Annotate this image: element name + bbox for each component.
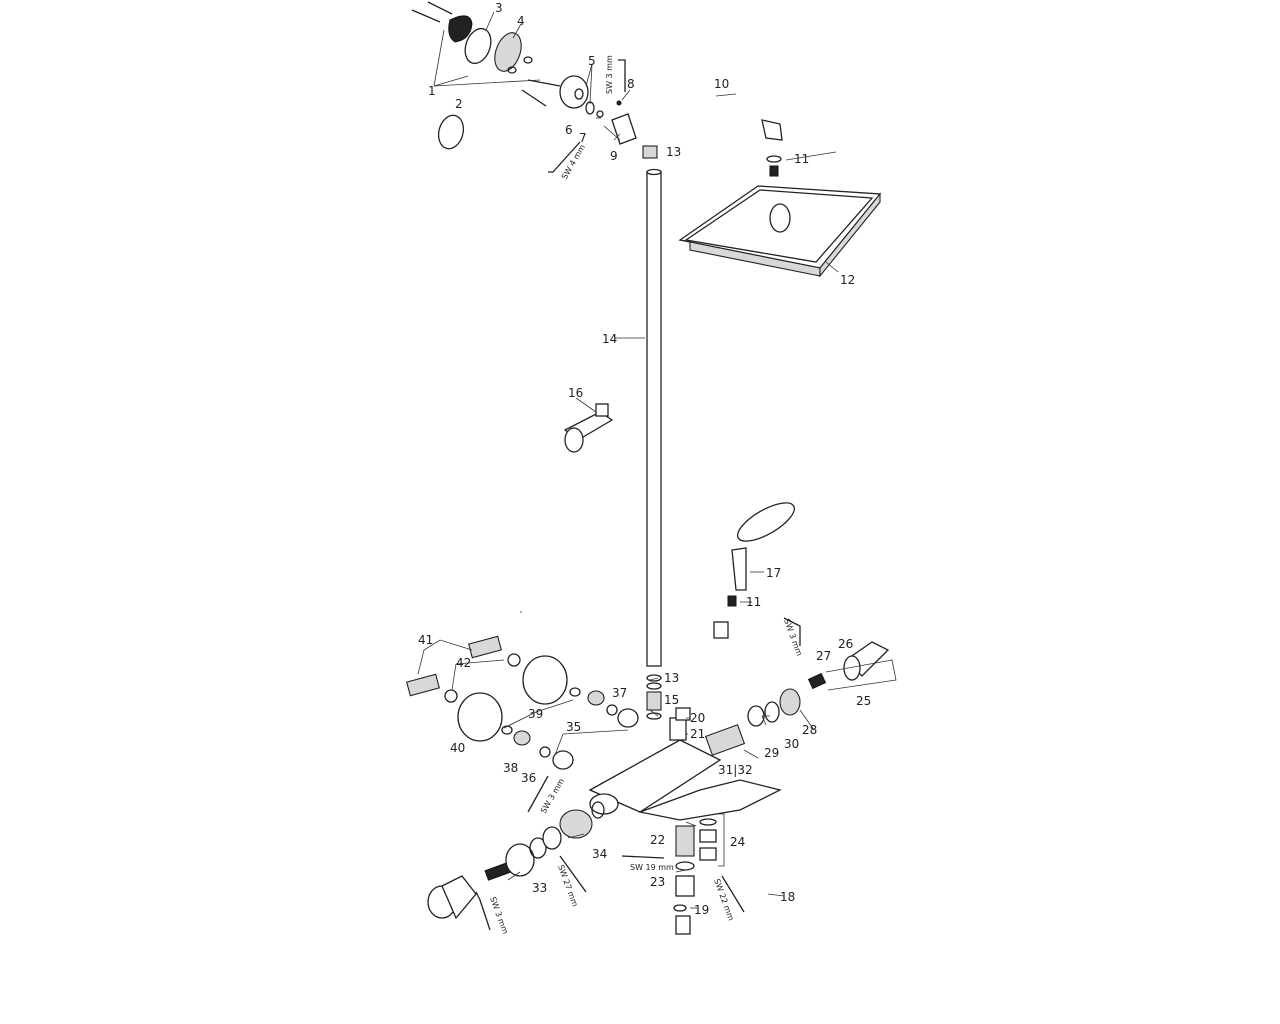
callout-21: 21	[690, 727, 705, 741]
callout-16: 16	[568, 386, 583, 400]
callout-37: 37	[612, 686, 627, 700]
callout-33: 33	[532, 881, 547, 895]
callout-27: 27	[816, 649, 831, 663]
callout-36: 36	[521, 771, 536, 785]
diverter-parts	[673, 818, 717, 935]
hand-shower-holder	[563, 403, 614, 453]
callout-18: 18	[780, 890, 795, 904]
callout-10: 10	[714, 77, 729, 91]
callout-11-bottom: 11	[746, 595, 761, 609]
callout-5: 5	[588, 54, 596, 68]
callout-34: 34	[592, 847, 607, 861]
tool-label-sw27: SW 27 mm	[556, 864, 580, 908]
inlet-group	[406, 635, 639, 770]
callout-11-top: 11	[794, 152, 809, 166]
wall-bracket-group	[411, 1, 637, 150]
callout-9: 9	[610, 149, 618, 163]
callout-13-bottom: 13	[664, 671, 679, 685]
callout-28: 28	[802, 723, 817, 737]
bracket-plate	[494, 32, 522, 72]
washer	[507, 66, 517, 74]
callout-8: 8	[627, 77, 635, 91]
left-handle	[427, 801, 605, 920]
shower-hose	[706, 629, 774, 1013]
callout-20: 20	[690, 711, 705, 725]
callout-4: 4	[517, 14, 525, 28]
tool-label-sw3-top: SW 3 mm	[605, 55, 614, 94]
callout-23: 23	[650, 875, 665, 889]
hose-nut	[713, 621, 729, 639]
callout-25: 25	[856, 694, 871, 708]
wrench-sw19	[621, 855, 665, 859]
hex-key-sw3-top	[618, 59, 626, 92]
callout-24: 24	[730, 835, 745, 849]
o-ring	[464, 27, 492, 65]
riser-unions	[646, 674, 662, 720]
tool-label-sw3-left: SW 3 mm	[539, 777, 566, 815]
set-screw	[616, 100, 622, 106]
right-handle-group	[747, 617, 897, 727]
shower-arm	[642, 88, 783, 159]
hose-screw	[727, 595, 737, 607]
callout-29: 29	[764, 746, 779, 760]
callout-6: 6	[565, 123, 573, 137]
hex-key-sw3-bottom	[475, 891, 491, 931]
callout-41: 41	[418, 633, 433, 647]
washer	[523, 56, 533, 64]
callout-7: 7	[579, 131, 587, 145]
cover-plate	[437, 114, 465, 150]
callout-3: 3	[495, 1, 503, 15]
callout-19: 19	[694, 903, 709, 917]
callout-12: 12	[840, 273, 855, 287]
callout-14: 14	[602, 332, 617, 346]
callout-38: 38	[503, 761, 518, 775]
seal-washer	[766, 155, 782, 163]
callout-35: 35	[566, 720, 581, 734]
callout-15: 15	[664, 693, 679, 707]
callout-39: 39	[528, 707, 543, 721]
bath-mixer-body	[588, 717, 782, 821]
hex-key-sw4	[548, 141, 581, 173]
callout-17: 17	[766, 566, 781, 580]
wrench-sw3-left	[527, 775, 549, 813]
callout-13-top: 13	[666, 145, 681, 159]
ball-joint	[769, 165, 779, 177]
callout-42: 42	[456, 656, 471, 670]
wall-rosette	[559, 75, 589, 109]
callout-2: 2	[455, 97, 463, 111]
callout-26: 26	[838, 637, 853, 651]
callout-1: 1	[428, 84, 436, 98]
thermostat-cartridge	[704, 724, 746, 756]
wall-plate	[448, 15, 473, 43]
wall-screw	[411, 1, 561, 107]
connector-20	[675, 707, 691, 721]
grub-screw	[596, 110, 604, 118]
tool-label-sw19: SW 19 mm	[630, 863, 674, 872]
callout-22: 22	[650, 833, 665, 847]
riser-pipe	[646, 168, 662, 667]
rosette-hole	[574, 88, 584, 100]
tool-label-sw3-bottom: SW 3 mm	[488, 896, 510, 936]
connector-pipe	[611, 113, 637, 145]
overhead-shower	[678, 185, 882, 278]
hand-shower	[731, 502, 796, 591]
callout-31-32: 31|32	[718, 763, 753, 777]
tool-label-sw22: SW 22 mm	[712, 878, 736, 922]
callout-30: 30	[784, 737, 799, 751]
wrench-sw22	[721, 875, 745, 913]
wrench-sw27	[559, 855, 587, 893]
callout-40: 40	[450, 741, 465, 755]
